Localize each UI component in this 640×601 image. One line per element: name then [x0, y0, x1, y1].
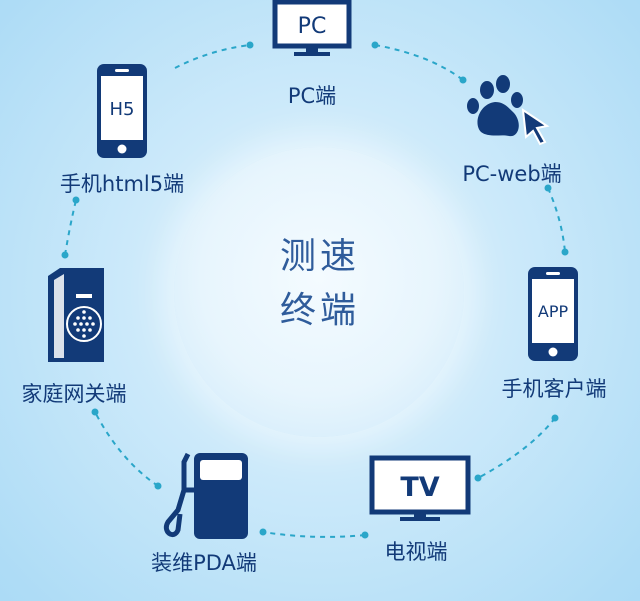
connector-dot — [246, 41, 254, 49]
label-gateway: 家庭网关端 — [21, 382, 127, 406]
label-pc: PC端 — [287, 84, 337, 108]
connector-pda-gateway — [94, 411, 159, 487]
connector-dot — [61, 251, 69, 259]
center-title-line2: 终端 — [279, 290, 360, 331]
connector-dot — [551, 414, 559, 422]
label-pc-web: PC-web端 — [462, 162, 562, 186]
connector-app-tv — [477, 417, 556, 479]
label-pda: 装维PDA端 — [151, 551, 257, 575]
connector-dot — [91, 408, 99, 416]
monitor-icon: PC — [272, 0, 352, 56]
center-title: 测速 终端 — [250, 230, 390, 338]
smartphone-icon-text: H5 — [110, 99, 135, 120]
connector-dot — [72, 196, 80, 204]
connector-dot — [561, 248, 569, 256]
tv-icon-text: TV — [400, 472, 439, 503]
connector-pc-web — [374, 44, 464, 81]
connector-dot — [459, 76, 467, 84]
connector-dot — [259, 528, 267, 536]
label-tv: 电视端 — [384, 540, 448, 564]
center-circle — [174, 147, 464, 437]
connector-h5-pc — [174, 44, 251, 69]
home-gateway-icon — [48, 268, 104, 362]
smartphone-icon-text: APP — [538, 302, 569, 321]
tv-icon: TV — [369, 455, 471, 521]
connector-dot — [474, 474, 482, 482]
connector-dot — [371, 41, 379, 49]
fuel-pump-icon — [163, 452, 248, 539]
connector-dot — [154, 482, 162, 490]
paw-cursor-icon — [467, 75, 550, 146]
center-title-line1: 测速 — [279, 236, 360, 277]
smartphone-icon: H5 — [97, 64, 147, 158]
label-h5: 手机html5端 — [59, 172, 185, 196]
smartphone-icon: APP — [528, 267, 578, 361]
connector-web-app — [547, 187, 566, 253]
label-app: 手机客户端 — [501, 377, 607, 401]
connector-gateway-h5 — [64, 199, 77, 256]
connector-dot — [361, 531, 369, 539]
connector-tv-pda — [262, 531, 366, 538]
monitor-icon-text: PC — [298, 14, 327, 39]
connector-dot — [544, 184, 552, 192]
